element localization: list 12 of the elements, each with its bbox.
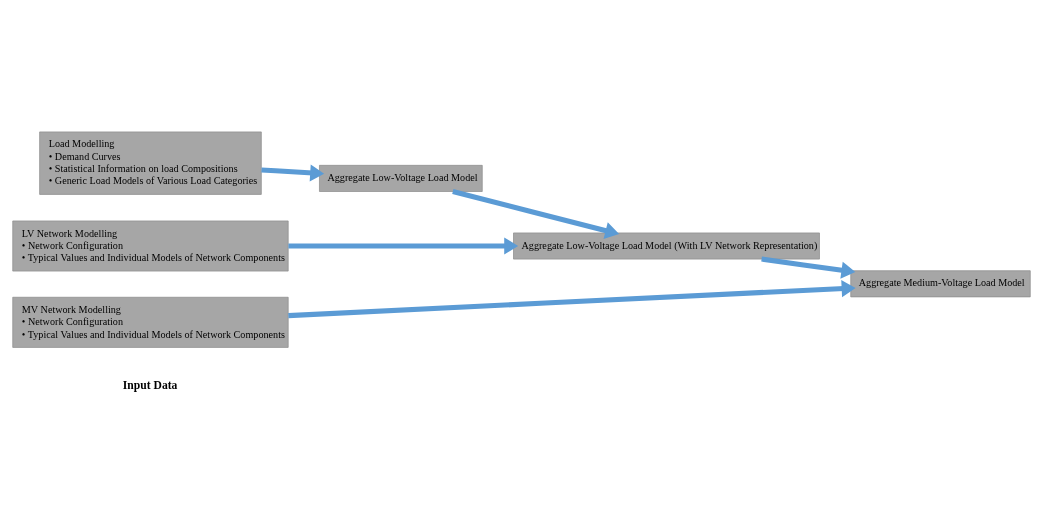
node-box: Aggregate Low-Voltage Load Model xyxy=(319,164,483,192)
node-box: Aggregate Medium-Voltage Load Model xyxy=(850,269,1031,297)
node-box: MV Network Modelling • Network Configuration • Typical Values and Individual Models of Network Components xyxy=(12,296,289,348)
arrow xyxy=(452,188,620,239)
node-box: Aggregate Low-Voltage Load Model (With LV Network Representation) xyxy=(513,232,820,259)
node-box: LV Network Modelling • Network Configuration • Typical Values and Individual Models of Network Components xyxy=(12,220,289,271)
label: Input Data xyxy=(122,378,178,392)
arrow xyxy=(288,236,519,255)
arrow xyxy=(288,279,856,318)
arrow xyxy=(261,163,325,181)
node-box: Load Modelling • Demand Curves • Statistical Information on load Compositions • Generic Load Models of Various Load Categories xyxy=(39,131,262,195)
arrow xyxy=(761,256,856,279)
